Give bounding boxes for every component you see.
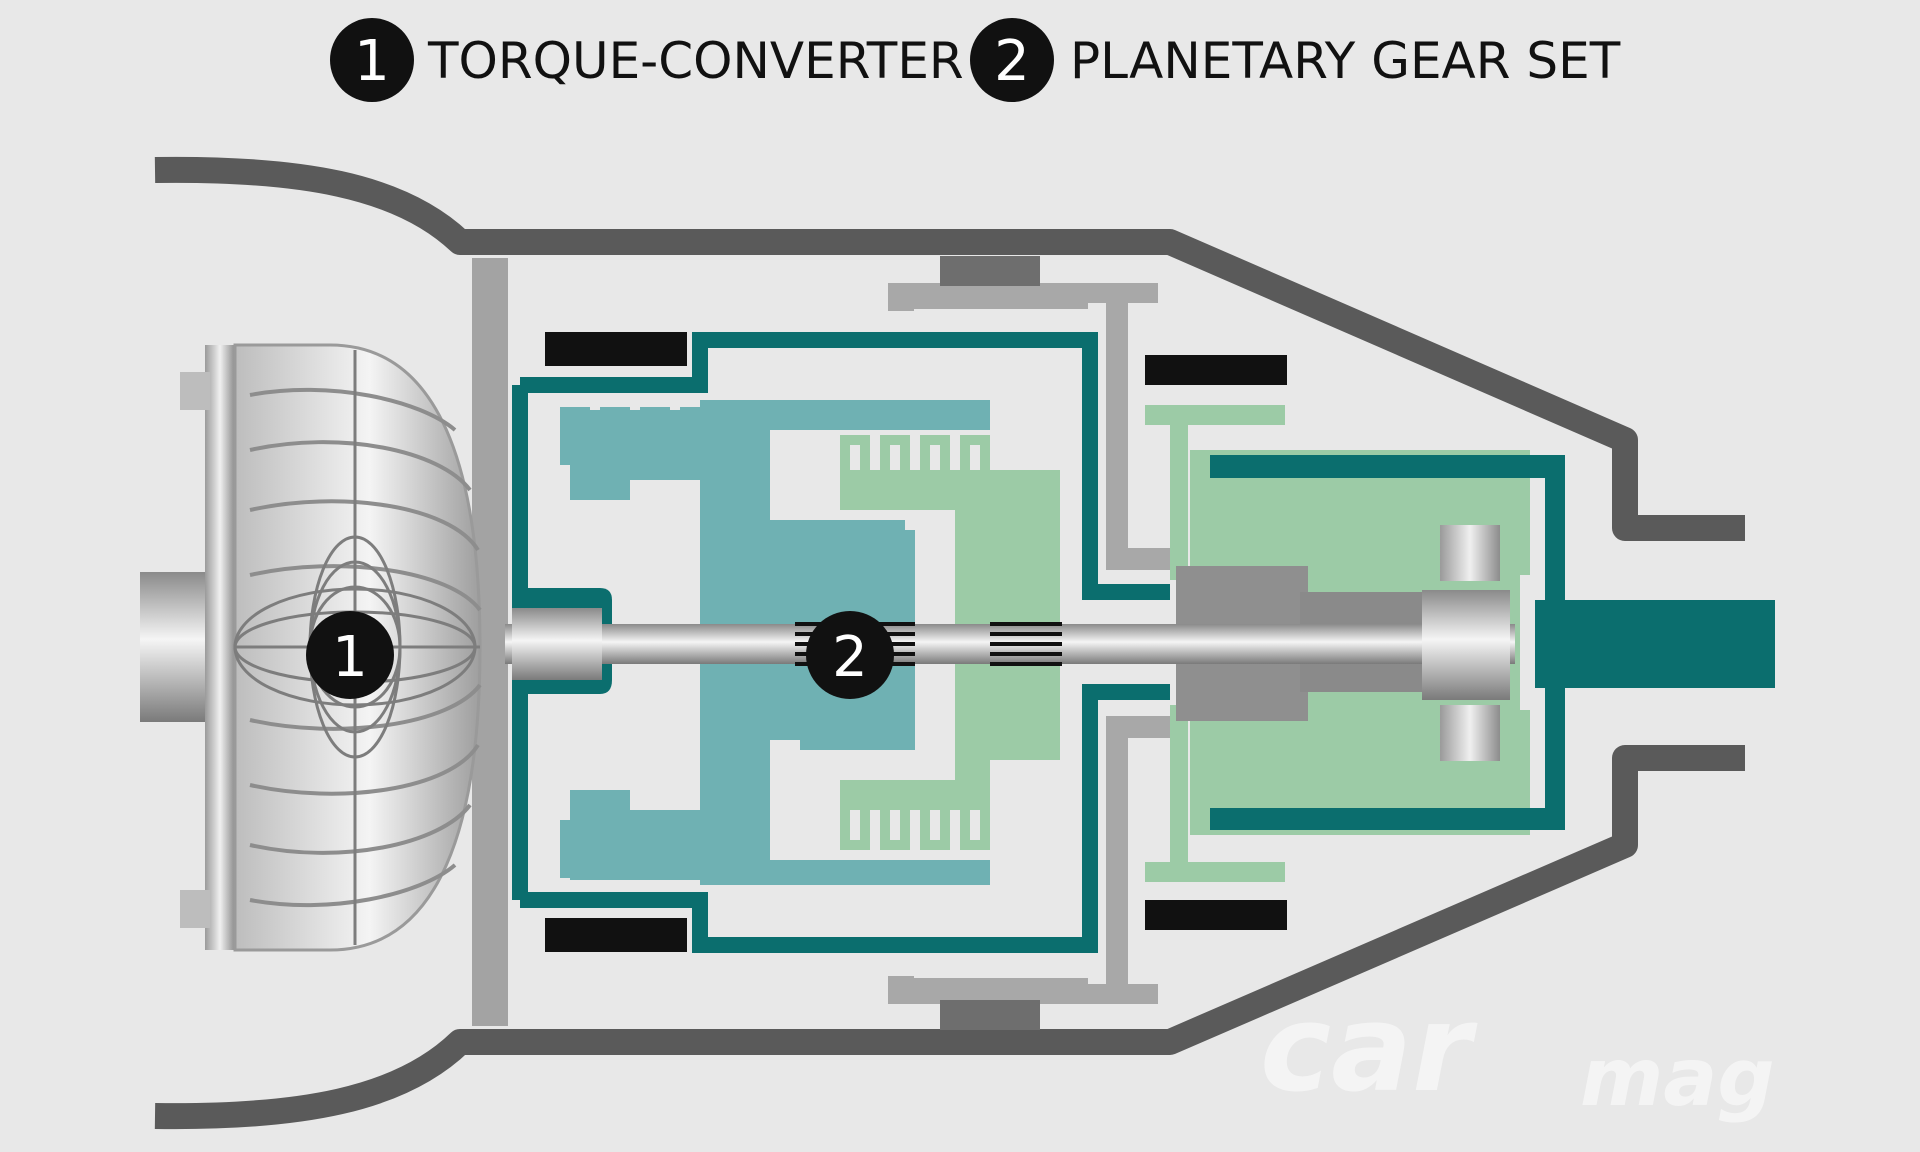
sun-gear-section	[840, 470, 1060, 810]
brake-bands	[545, 332, 1287, 952]
output-shaft-collar	[1422, 590, 1510, 700]
legend-badge-1-number: 1	[354, 29, 390, 94]
lower-bracket	[888, 716, 1176, 1030]
legend: 1 TORQUE-CONVERTER 2 PLANETARY GEAR SET	[330, 18, 1621, 102]
brake-band-top-right	[1145, 355, 1287, 385]
callout-gear-set: 2	[806, 611, 894, 699]
watermark-suffix: mag	[1580, 1031, 1775, 1124]
output-flange	[1535, 600, 1775, 688]
converter-input-hub	[140, 572, 210, 722]
shaft-splines-2	[990, 622, 1062, 666]
callout-badge-1-number: 1	[332, 625, 368, 690]
legend-label-gear-set: PLANETARY GEAR SET	[1070, 32, 1621, 90]
legend-badge-2	[970, 18, 1054, 102]
transmission-housing	[154, 156, 1745, 1130]
pinion-lower	[1440, 705, 1500, 761]
brake-band-top-left	[545, 332, 687, 366]
legend-item-gear-set: 2 PLANETARY GEAR SET	[970, 18, 1621, 102]
callout-badge-2-number: 2	[832, 625, 868, 690]
legend-badge-1	[330, 18, 414, 102]
housing-bottom-outline	[154, 745, 1745, 1130]
brake-band-bottom-left	[545, 918, 687, 952]
callout-badge-1	[306, 611, 394, 699]
legend-badge-2-number: 2	[994, 29, 1030, 94]
legend-item-torque-converter: 1 TORQUE-CONVERTER	[330, 18, 964, 102]
housing-top-outline	[154, 156, 1745, 541]
brake-band-bottom-right	[1145, 900, 1287, 930]
pinion-upper	[1440, 525, 1500, 581]
watermark-logo: car mag	[1260, 980, 1775, 1124]
clutch-teeth-bottom-right	[840, 790, 990, 850]
converter-blades	[249, 387, 482, 908]
converter-flange	[205, 345, 235, 950]
watermark-brand: car	[1260, 980, 1478, 1119]
clutch-teeth-top-left	[560, 407, 720, 470]
callout-torque-converter: 1	[306, 611, 394, 699]
upper-bracket	[888, 256, 1176, 570]
clutch-teeth-bottom-left	[560, 815, 720, 878]
input-shaft-collar	[512, 608, 602, 680]
clutch-teeth-top-right	[840, 435, 990, 495]
legend-label-torque-converter: TORQUE-CONVERTER	[427, 32, 964, 90]
callout-badge-2	[806, 611, 894, 699]
